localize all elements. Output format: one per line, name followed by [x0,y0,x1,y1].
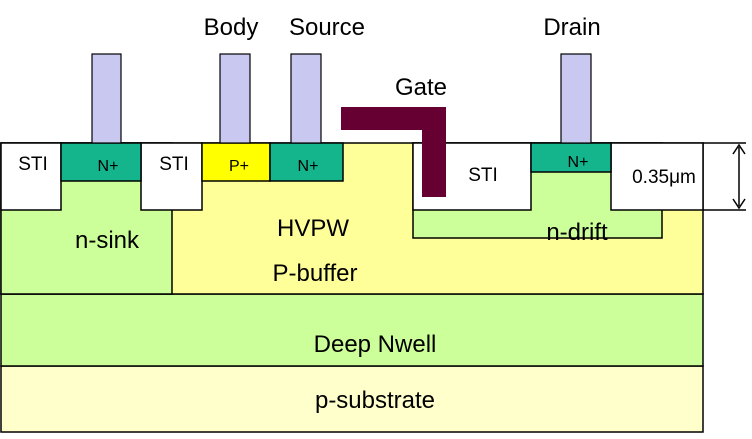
label-sti-1: STI [18,154,48,175]
n-plus-source [269,142,344,182]
label-n-sink: n-sink [75,227,140,254]
contact-drain [560,53,592,144]
contact-source [290,53,322,144]
gate-electrode [341,107,446,197]
label-n-plus-drain: N+ [568,154,589,171]
label-sti-depth: 0.35μm [632,167,696,188]
contact-sink [91,53,122,144]
p-substrate-region [0,365,704,433]
label-body: Body [204,14,259,41]
label-drain: Drain [543,14,600,41]
label-deep-nwell: Deep Nwell [314,331,437,358]
sti-block-2 [140,142,203,211]
deep-nwell-region [0,293,704,367]
label-gate: Gate [395,74,447,101]
p-plus-body [201,142,271,182]
label-n-plus-sink: N+ [98,158,119,175]
label-sti-3: STI [468,165,498,186]
label-sti-2: STI [159,154,189,175]
label-n-plus-source: N+ [298,158,319,175]
depth-dimension-arrow [703,142,746,211]
label-p-substrate: p-substrate [315,387,435,414]
label-hvpw: HVPW [277,215,349,242]
label-p-plus-body: P+ [229,158,249,175]
n-plus-drain [530,142,612,173]
n-plus-sink [60,142,142,182]
label-p-buffer: P-buffer [273,260,358,287]
label-source: Source [289,14,365,41]
label-n-drift: n-drift [546,219,608,246]
sti-block-4 [610,142,704,211]
contact-body [219,53,251,144]
